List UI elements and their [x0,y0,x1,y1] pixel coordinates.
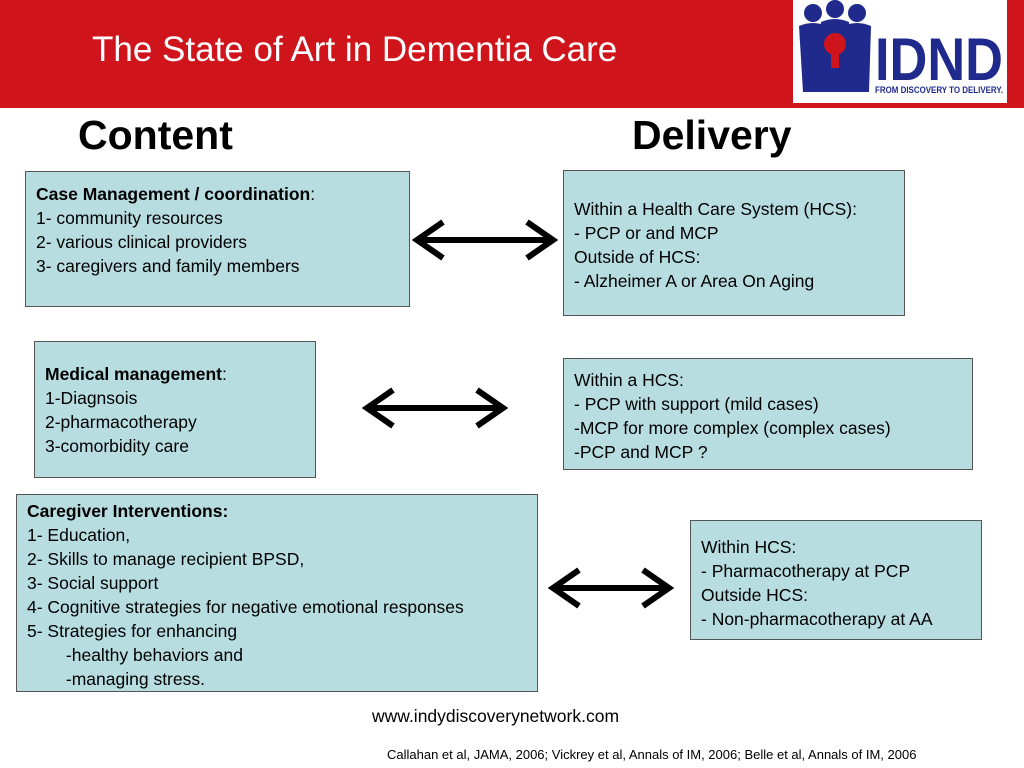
box-line: 2- various clinical providers [36,232,248,252]
box-line: 2-pharmacotherapy [45,412,197,432]
box-line: Within HCS: [701,537,797,557]
box-line: 2- Skills to manage recipient BPSD, [27,549,305,569]
delivery-box-medical-management: Within a HCS: - PCP with support (mild c… [563,358,973,470]
box-heading: Caregiver Interventions: [27,501,229,521]
box-heading-suffix: : [222,364,227,384]
double-arrow-icon [411,219,559,261]
box-line: 1- Education, [27,525,131,545]
box-line: -healthy behaviors and [27,645,243,665]
box-line: - Pharmacotherapy at PCP [701,561,911,581]
box-line: - PCP with support (mild cases) [574,394,819,414]
box-line: Outside of HCS: [574,247,701,267]
box-line: 3-comorbidity care [45,436,189,456]
delivery-heading: Delivery [632,112,792,158]
box-line: 3- caregivers and family members [36,256,300,276]
slide-title: The State of Art in Dementia Care [92,30,618,69]
box-line: -managing stress. [27,669,205,689]
box-line: 1- community resources [36,208,223,228]
delivery-box-case-management: Within a Health Care System (HCS): - PCP… [563,170,905,316]
box-heading: Medical management [45,364,222,384]
double-arrow-icon [361,387,509,429]
content-box-medical-management: Medical management: 1-Diagnsois 2-pharma… [34,341,316,478]
content-heading: Content [78,112,233,158]
box-line: Within a HCS: [574,370,684,390]
box-line: Outside HCS: [701,585,808,605]
box-heading-suffix: : [310,184,316,204]
box-line: 1-Diagnsois [45,388,138,408]
citation: Callahan et al, JAMA, 2006; Vickrey et a… [387,747,917,762]
idnd-logo-graphic: IDND FROM DISCOVERY TO DELIVERY. [799,0,1003,95]
box-line: - Non-pharmacotherapy at AA [701,609,933,629]
box-line: - Alzheimer A or Area On Aging [574,271,815,291]
box-line: 4- Cognitive strategies for negative emo… [27,597,464,617]
logo-tagline: FROM DISCOVERY TO DELIVERY. [875,85,1003,95]
box-line: 3- Social support [27,573,159,593]
idnd-logo: IDND FROM DISCOVERY TO DELIVERY. [793,0,1007,103]
box-line: Within a Health Care System (HCS): [574,199,857,219]
logo-wordmark: IDND [875,26,1003,93]
delivery-box-caregiver-interventions: Within HCS: - Pharmacotherapy at PCP Out… [690,520,982,640]
footer-url: www.indydiscoverynetwork.com [372,706,620,726]
box-heading: Case Management / coordination [36,184,311,204]
box-line: -MCP for more complex (complex cases) [574,418,891,438]
box-line: - PCP or and MCP [574,223,719,243]
double-arrow-icon [547,567,675,609]
content-box-case-management: Case Management / coordination: 1- commu… [25,171,410,307]
box-line: 5- Strategies for enhancing [27,621,238,641]
people-icon [799,0,871,92]
box-line: -PCP and MCP ? [574,442,708,462]
content-box-caregiver-interventions: Caregiver Interventions: 1- Education, 2… [16,494,538,692]
